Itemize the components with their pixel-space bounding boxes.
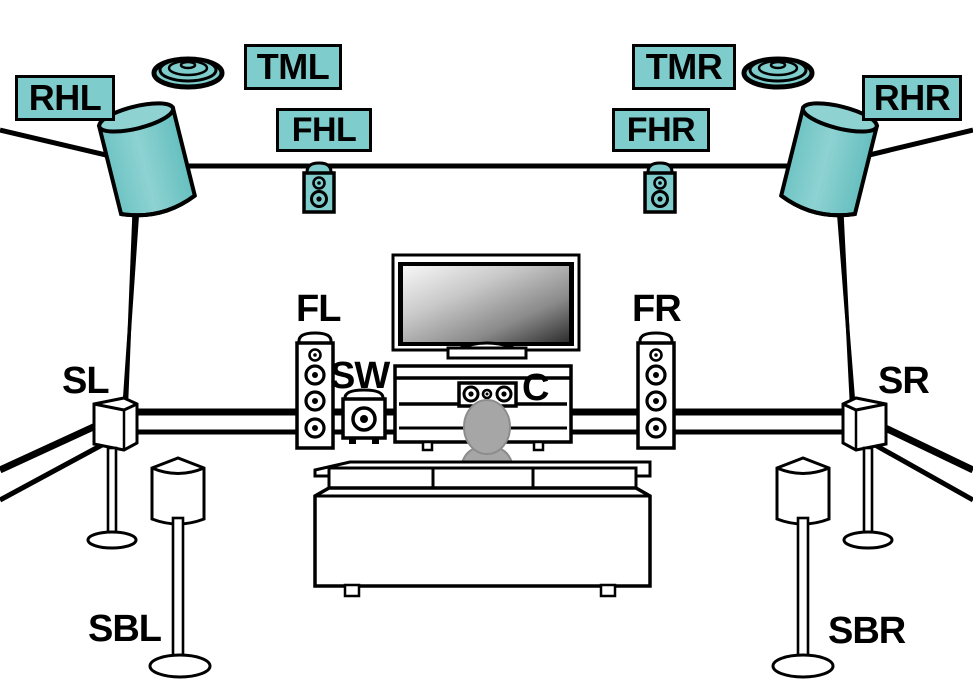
- sofa-body: [313, 486, 652, 588]
- sl-stand-pole: [106, 446, 118, 538]
- sbr-stand-base: [771, 653, 835, 679]
- speaker-SL[interactable]: [86, 396, 139, 550]
- television[interactable]: [391, 253, 581, 360]
- label-tmr: TMR: [632, 44, 736, 90]
- label-sbr: SBR: [828, 610, 906, 652]
- sofa: [313, 460, 652, 598]
- label-fr: FR: [632, 288, 682, 330]
- sr-stand-base: [842, 530, 894, 550]
- speaker-FR[interactable]: [636, 331, 676, 450]
- label-fhl: FHL: [276, 108, 372, 152]
- speaker-SBL[interactable]: [148, 456, 212, 679]
- label-c: C: [522, 367, 549, 409]
- speaker-FHR[interactable]: [643, 161, 677, 214]
- label-fl: FL: [296, 288, 341, 330]
- rhr-mount-pole: [840, 215, 854, 415]
- label-fhr: FHR: [612, 108, 710, 152]
- speaker-RHR[interactable]: [778, 98, 880, 415]
- label-sl: SL: [62, 360, 110, 402]
- label-rhl: RHL: [15, 75, 115, 121]
- label-tml: TML: [244, 44, 342, 90]
- speaker-TML[interactable]: [151, 56, 225, 90]
- speaker-SBR[interactable]: [771, 456, 835, 679]
- speaker-FHL[interactable]: [302, 161, 336, 214]
- speaker-SR[interactable]: [841, 396, 894, 550]
- speaker-RHL[interactable]: [96, 98, 198, 415]
- sofa-foot-right: [599, 583, 617, 598]
- label-rhr: RHR: [862, 75, 962, 121]
- rhl-mount-pole: [124, 215, 136, 415]
- sbl-stand-pole: [171, 516, 185, 662]
- sr-stand-pole: [862, 446, 874, 538]
- speaker-SW[interactable]: [341, 388, 387, 444]
- label-sw: SW: [330, 355, 390, 397]
- speaker-FL[interactable]: [295, 331, 335, 450]
- sl-stand-base: [86, 530, 138, 550]
- sofa-foot-left: [343, 583, 361, 598]
- tv-stand-base: [446, 346, 528, 360]
- sbl-stand-base: [148, 653, 212, 679]
- label-sr: SR: [878, 360, 930, 402]
- label-sbl: SBL: [88, 608, 162, 650]
- speaker-TMR[interactable]: [741, 56, 815, 90]
- sbr-stand-pole: [796, 516, 810, 662]
